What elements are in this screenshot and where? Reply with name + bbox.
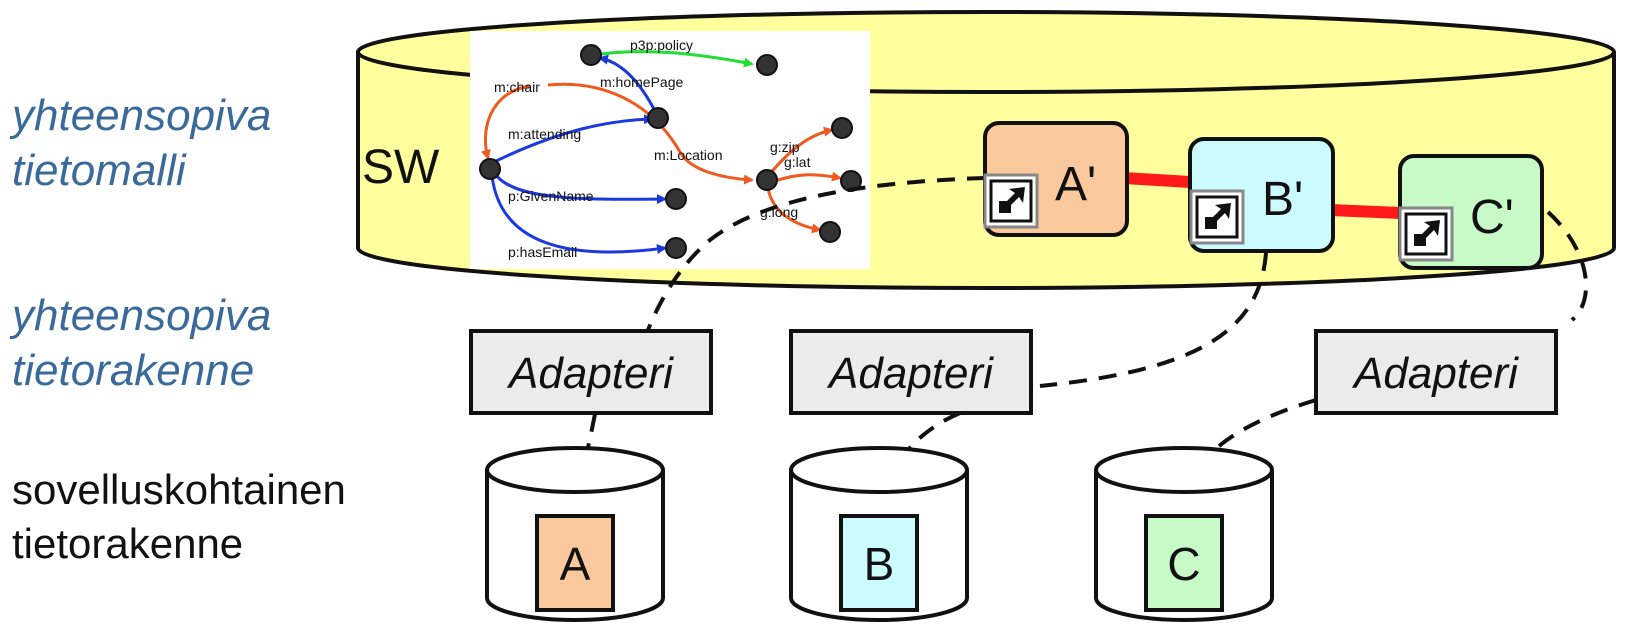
rdf-graph: p3p:policy m:homePage m:chair m:attendin… (470, 31, 870, 269)
database-c[interactable]: C (1094, 446, 1274, 622)
shortcut-icon (1398, 206, 1454, 262)
label-compatible-structure-line2: tietorakenne (12, 346, 254, 395)
edge-label-p3p-policy: p3p:policy (630, 37, 693, 53)
database-a[interactable]: A (485, 446, 665, 622)
label-app-specific-line1: sovelluskohtainen (12, 466, 346, 513)
edge-label-homepage: m:homePage (600, 74, 683, 90)
edge-label-attending: m:attending (508, 126, 581, 142)
link-a-b (1123, 172, 1191, 188)
label-compatible-structure-line1: yhteensopiva (9, 291, 271, 340)
edge-label-location: m:Location (654, 147, 722, 163)
sw-node-c-label: C' (1470, 191, 1514, 244)
edge-label-zip: g:zip (770, 139, 800, 155)
sw-node-b[interactable]: B' (1188, 137, 1335, 253)
sw-node-a[interactable]: A' (983, 121, 1129, 237)
label-app-specific-line2: tietorakenne (12, 520, 243, 567)
database-a-label: A (560, 538, 591, 590)
adapter-a-label: Adapteri (506, 349, 674, 398)
adapter-c-label: Adapteri (1351, 349, 1519, 398)
database-c-label: C (1167, 538, 1200, 590)
shortcut-icon (1189, 189, 1245, 245)
adapter-c[interactable]: Adapteri (1314, 329, 1558, 415)
database-b[interactable]: B (789, 446, 969, 622)
adapter-b-label: Adapteri (826, 349, 994, 398)
sw-label: SW (362, 141, 440, 194)
shortcut-icon (983, 173, 1039, 229)
sw-node-b-label: B' (1262, 173, 1303, 226)
sw-node-a-label: A' (1055, 158, 1096, 211)
link-b-c (1329, 204, 1401, 219)
edge-label-lat: g:lat (784, 154, 811, 170)
adapter-b[interactable]: Adapteri (789, 329, 1033, 415)
edge-label-has-email: p:hasEmail (508, 244, 577, 260)
edge-label-given-name: p:GivenName (508, 188, 594, 204)
label-compatible-datamodel-line2: tietomalli (12, 146, 187, 195)
adapter-a[interactable]: Adapteri (469, 329, 713, 415)
database-b-label: B (864, 538, 895, 590)
label-compatible-datamodel-line1: yhteensopiva (9, 91, 271, 140)
edge-label-chair: m:chair (494, 79, 540, 95)
sw-node-c[interactable]: C' (1398, 154, 1544, 270)
